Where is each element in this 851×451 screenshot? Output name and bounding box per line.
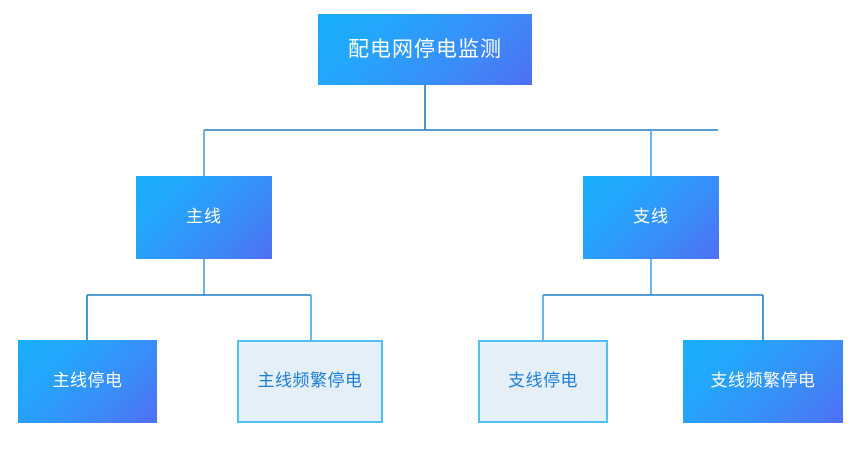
node-mainline-frequent-outage[interactable]: 主线频繁停电 bbox=[237, 340, 383, 423]
node-root-distribution-outage-monitoring[interactable]: 配电网停电监测 bbox=[318, 14, 532, 85]
node-mainline[interactable]: 主线 bbox=[136, 176, 272, 259]
node-branchline-frequent-outage[interactable]: 支线频繁停电 bbox=[683, 340, 843, 423]
node-branchline-outage[interactable]: 支线停电 bbox=[478, 340, 608, 423]
node-branchline-frequent-outage-label: 支线频繁停电 bbox=[710, 371, 816, 391]
node-mainline-outage-label: 主线停电 bbox=[52, 371, 123, 391]
node-mainline-outage[interactable]: 主线停电 bbox=[18, 340, 157, 423]
node-branchline-label: 支线 bbox=[633, 207, 669, 227]
node-mainline-frequent-outage-label: 主线频繁停电 bbox=[257, 371, 363, 391]
node-branchline[interactable]: 支线 bbox=[583, 176, 719, 259]
node-branchline-outage-label: 支线停电 bbox=[508, 371, 578, 391]
node-mainline-label: 主线 bbox=[186, 207, 222, 227]
node-root-label: 配电网停电监测 bbox=[348, 37, 502, 61]
